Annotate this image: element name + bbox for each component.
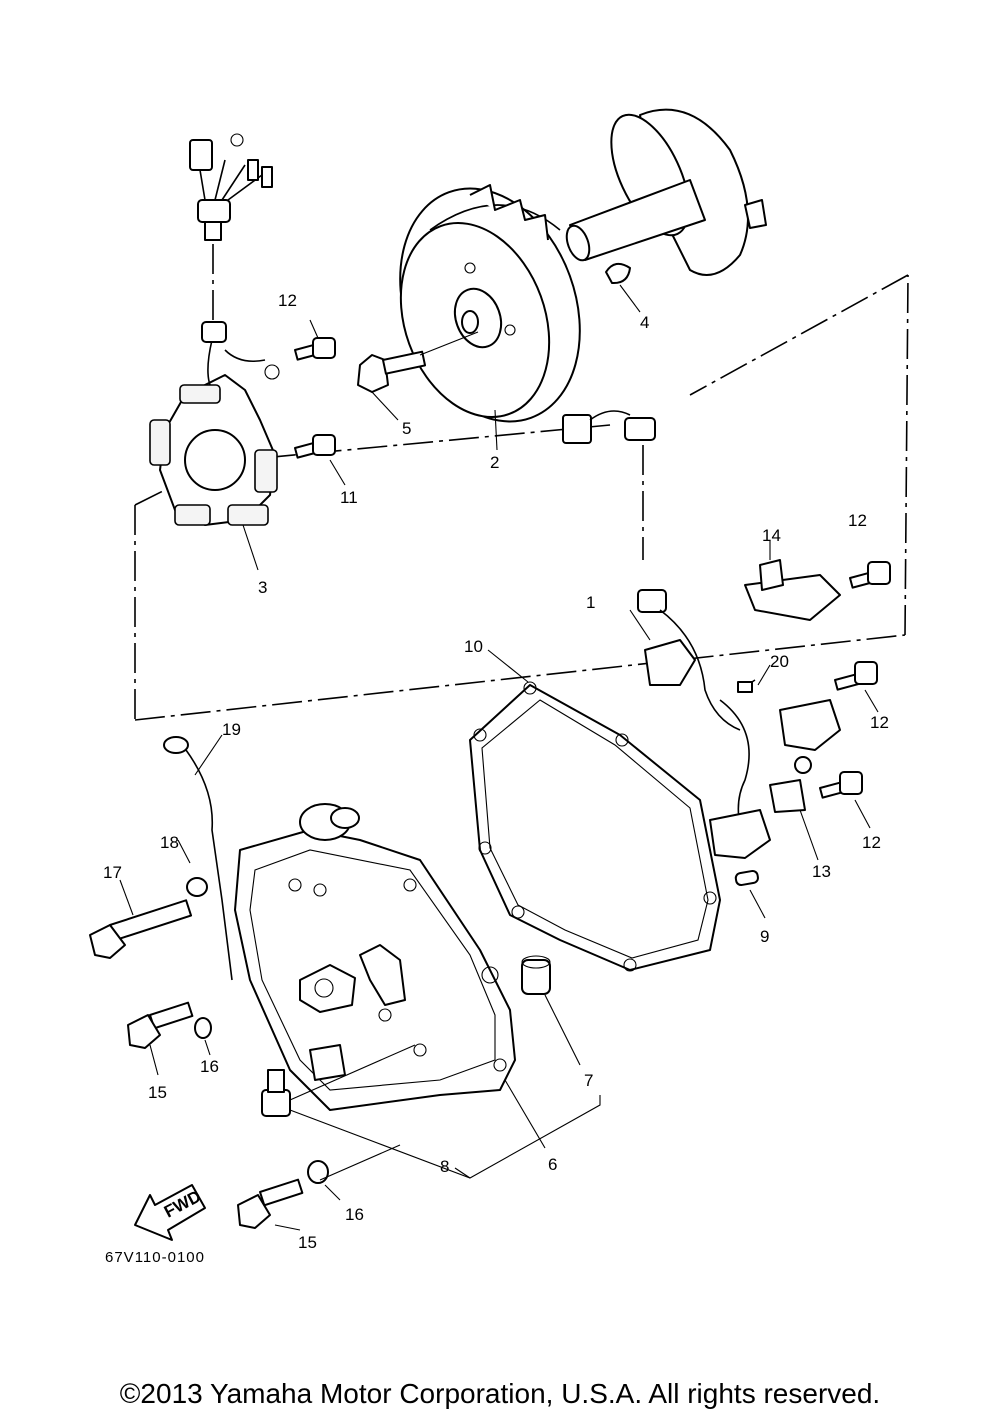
collar <box>521 955 581 1066</box>
callout-12-stator: 12 <box>278 291 297 310</box>
callout-9: 9 <box>760 927 769 946</box>
crankshaft <box>565 108 767 276</box>
callout-13: 13 <box>812 862 831 881</box>
callout-20: 20 <box>770 652 789 671</box>
cover-bolt-long <box>89 839 208 959</box>
callout-18: 18 <box>160 833 179 852</box>
woodruff-key <box>605 262 641 313</box>
callout-12-switch: 12 <box>870 713 889 732</box>
callout-12-holder: 12 <box>848 511 867 530</box>
callout-labels: 1 2 3 4 5 6 7 8 9 10 11 12 12 12 12 13 1… <box>103 291 889 1252</box>
assembly-bracket <box>289 1095 601 1179</box>
callout-19: 19 <box>222 720 241 739</box>
callout-15-lower: 15 <box>298 1233 317 1252</box>
copyright-notice: ©2013 Yamaha Motor Corporation, U.S.A. A… <box>119 1378 881 1409</box>
pickup-coil-harness <box>562 410 771 859</box>
drawing-code: 67V110-0100 <box>105 1249 205 1266</box>
callout-1: 1 <box>586 593 595 612</box>
callout-10: 10 <box>464 637 483 656</box>
callout-11: 11 <box>340 488 358 507</box>
cover-bolt-mid <box>127 1001 212 1076</box>
assembly-frame <box>134 274 909 721</box>
right-screws <box>819 561 891 829</box>
lead-wire <box>163 734 233 981</box>
callout-17: 17 <box>103 863 122 882</box>
callout-16-mid: 16 <box>200 1057 219 1076</box>
callout-8: 8 <box>440 1157 449 1176</box>
flywheel-bolt <box>357 331 479 421</box>
cover-bolt-lower <box>237 1144 401 1231</box>
callout-12-sensor: 12 <box>862 833 881 852</box>
stator-screws <box>293 319 346 486</box>
callout-15-mid: 15 <box>148 1083 167 1102</box>
callout-4: 4 <box>640 313 649 332</box>
cover-gasket <box>469 649 721 972</box>
callout-5: 5 <box>402 419 411 438</box>
sensor-switch <box>769 699 841 861</box>
stator-assembly <box>149 133 280 571</box>
oil-plug <box>261 1044 546 1149</box>
fwd-arrow-icon: FWD <box>134 1184 206 1241</box>
crankcase-cover <box>234 803 516 1111</box>
callout-2: 2 <box>490 453 499 472</box>
callout-7: 7 <box>584 1071 593 1090</box>
callout-3: 3 <box>258 578 267 597</box>
dowel-pin <box>734 869 766 919</box>
flywheel-rotor <box>399 184 581 451</box>
callout-16-lower: 16 <box>345 1205 364 1224</box>
holder-plate <box>744 540 841 621</box>
callout-6: 6 <box>548 1155 557 1174</box>
callout-14: 14 <box>762 526 781 545</box>
